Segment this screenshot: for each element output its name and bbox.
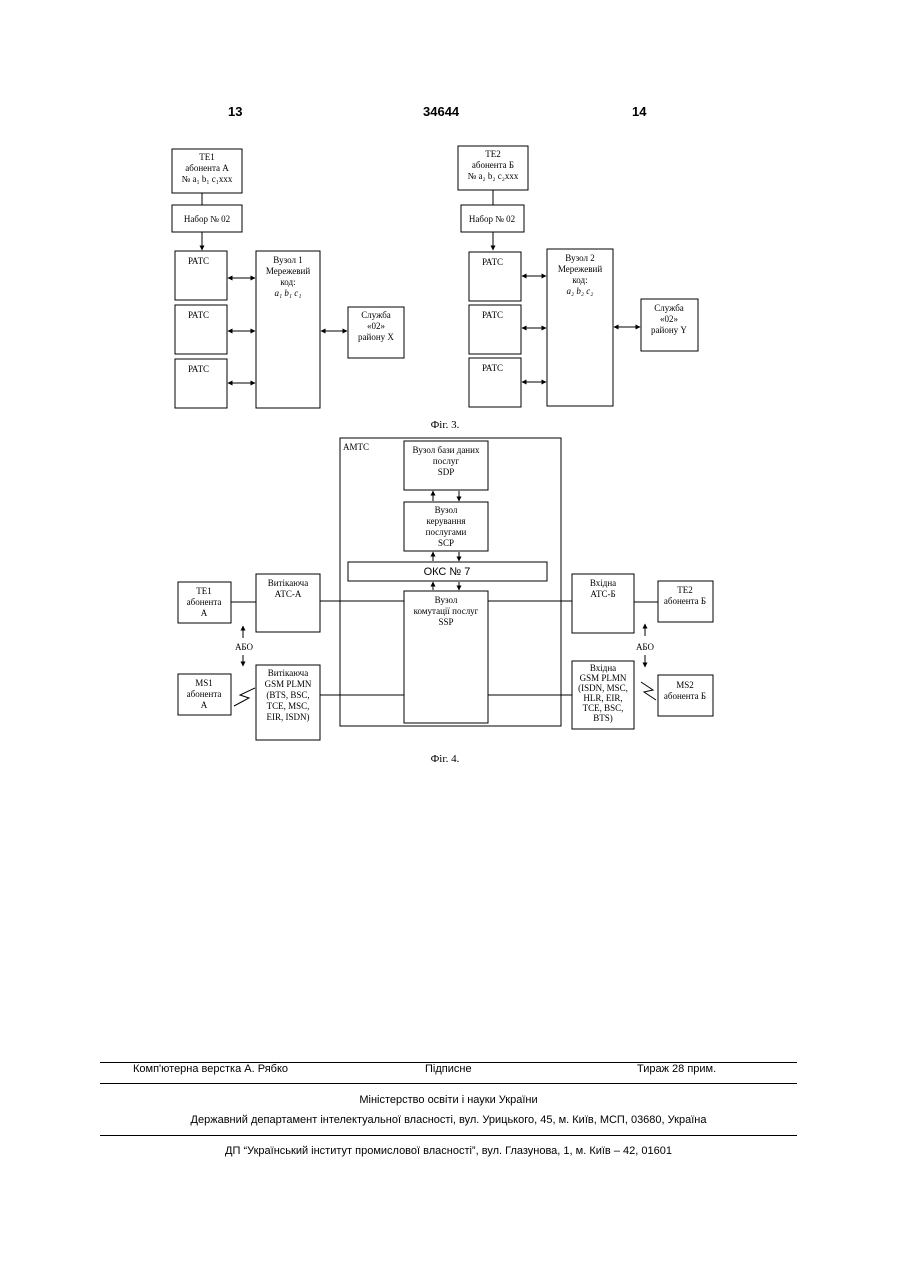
fig4-radio-link-left [234, 688, 255, 706]
fig3-service-y-line1: Служба [654, 303, 684, 313]
fig3-left-group: ТЕ1 абонента А № a₁ b₁ c₁xxx Набор № 02 … [172, 149, 404, 408]
fig3-service-y-line3: району Y [651, 325, 687, 335]
fig4-out-gsm-line5: EIR, ISDN) [267, 712, 310, 722]
fig4-in-gsm-line1: Вхідна [590, 663, 616, 673]
fig3-te1-line3: № a₁ b₁ c₁xxx [182, 174, 233, 184]
fig4-in-ats-line1: Вхідна [590, 578, 616, 588]
fig4-te1-line1: ТЕ1 [196, 586, 212, 596]
fig4-ms1-line3: А [201, 700, 208, 710]
fig4-abo-right: АБО [636, 642, 655, 652]
fig4-te1-line3: А [201, 608, 208, 618]
fig3-node2-line4: a₂ b₂ c₂ [567, 286, 594, 296]
fig3-node2-line3: код: [572, 275, 587, 285]
fig3-dial-right: Набор № 02 [469, 214, 515, 224]
fig3-caption: Фіг. 3. [431, 419, 460, 431]
fig3-node1-line4: a₁ b₁ c₁ [275, 288, 302, 298]
fig3-te1-line2: абонента А [185, 163, 229, 173]
footer-institute: ДП “Український інститут промислової вла… [100, 1145, 797, 1157]
footer-signed: Підписне [425, 1063, 472, 1075]
fig4-sdp-line3: SDP [438, 467, 455, 477]
fig4-in-gsm-line3: (ISDN, MSC, [578, 683, 628, 693]
fig3-node1-line2: Мережевий [266, 266, 311, 276]
fig3-te1-line1: ТЕ1 [199, 152, 215, 162]
footer-rule-middle [100, 1083, 797, 1084]
fig3-ratc-left-1-label: РАТС [188, 256, 209, 266]
fig4-in-gsm-line2: GSM PLMN [580, 673, 627, 683]
fig4-out-ats-line2: АТС-А [275, 589, 302, 599]
fig4-out-gsm-line2: GSM PLMN [265, 679, 312, 689]
fig4-ssp-line1: Вузол [435, 595, 458, 605]
fig3-te2-line3: № a₂ b₂ c₂xxx [468, 171, 519, 181]
fig4-in-gsm-line6: BTS) [593, 713, 613, 723]
fig3-ratc-right-1-label: РАТС [482, 257, 503, 267]
footer-rule-bottom [100, 1135, 797, 1136]
fig4-te2-line2: абонента Б [664, 596, 706, 606]
fig3-node1-line3: код: [280, 277, 295, 287]
fig4-caption: Фіг. 4. [431, 753, 460, 765]
fig4-in-ats-line2: АТС-Б [590, 589, 615, 599]
fig4-ms1-line2: абонента [187, 689, 222, 699]
fig4-out-gsm-line1: Витікаюча [268, 668, 308, 678]
fig3-service-x-line2: «02» [367, 321, 385, 331]
fig4-sdp-line2: послуг [433, 456, 460, 466]
fig4-ssp-line3: SSP [438, 617, 453, 627]
fig4-group: АМТС Вузол бази даних послуг SDP Вузол к… [178, 438, 713, 740]
footer-department: Державний департамент інтелектуальної вл… [100, 1114, 797, 1126]
fig3-node1-line1: Вузол 1 [273, 255, 303, 265]
fig4-out-gsm-line3: (BTS, BSC, [266, 690, 309, 700]
fig3-node2-line2: Мережевий [558, 264, 603, 274]
fig4-sdp-line1: Вузол бази даних [413, 445, 480, 455]
fig3-ratc-right-3-label: РАТС [482, 363, 503, 373]
fig4-out-gsm-line4: TCE, MSC, [267, 701, 310, 711]
fig3-service-y-line2: «02» [660, 314, 678, 324]
fig3-right-group: ТЕ2 абонента Б № a₂ b₂ c₂xxx Набор № 02 … [458, 146, 698, 407]
fig3-ratc-left-3-label: РАТС [188, 364, 209, 374]
fig3-service-x-line3: району X [358, 332, 394, 342]
fig4-ms2-line2: абонента Б [664, 691, 706, 701]
fig4-radio-link-right [641, 682, 656, 700]
fig4-scp-line1: Вузол [435, 505, 458, 515]
fig3-te2-line2: абонента Б [472, 160, 514, 170]
fig3-ratc-left-2-label: РАТС [188, 310, 209, 320]
fig4-out-ats-line1: Витікаюча [268, 578, 308, 588]
figures-canvas: ТЕ1 абонента А № a₁ b₁ c₁xxx Набор № 02 … [0, 0, 901, 800]
fig3-node2-line1: Вузол 2 [565, 253, 595, 263]
fig4-ms1-line1: MS1 [195, 678, 213, 688]
fig3-dial-left: Набор № 02 [184, 214, 230, 224]
fig4-oks-label: ОКС № 7 [424, 566, 471, 578]
fig4-ssp-line2: комутації послуг [414, 606, 479, 616]
fig4-in-gsm-line5: TCE, BSC, [583, 703, 624, 713]
footer-circulation: Тираж 28 прим. [637, 1063, 716, 1075]
fig3-service-x-line1: Служба [361, 310, 391, 320]
fig4-te2-line1: ТЕ2 [677, 585, 693, 595]
fig3-te2-line1: ТЕ2 [485, 149, 501, 159]
fig4-amts-label: АМТС [343, 442, 369, 452]
footer-ministry: Міністерство освіти і науки України [100, 1094, 797, 1106]
fig4-te1-line2: абонента [187, 597, 222, 607]
fig4-scp-line4: SCP [438, 538, 454, 548]
fig4-ms2-line1: MS2 [676, 680, 694, 690]
fig4-abo-left: АБО [235, 642, 254, 652]
footer-layout-by: Комп'ютерна верстка А. Рябко [133, 1063, 288, 1075]
fig3-ratc-right-2-label: РАТС [482, 310, 503, 320]
fig4-scp-line2: керування [427, 516, 466, 526]
fig4-scp-line3: послугами [426, 527, 467, 537]
fig4-in-gsm-line4: HLR, EIR, [583, 693, 622, 703]
